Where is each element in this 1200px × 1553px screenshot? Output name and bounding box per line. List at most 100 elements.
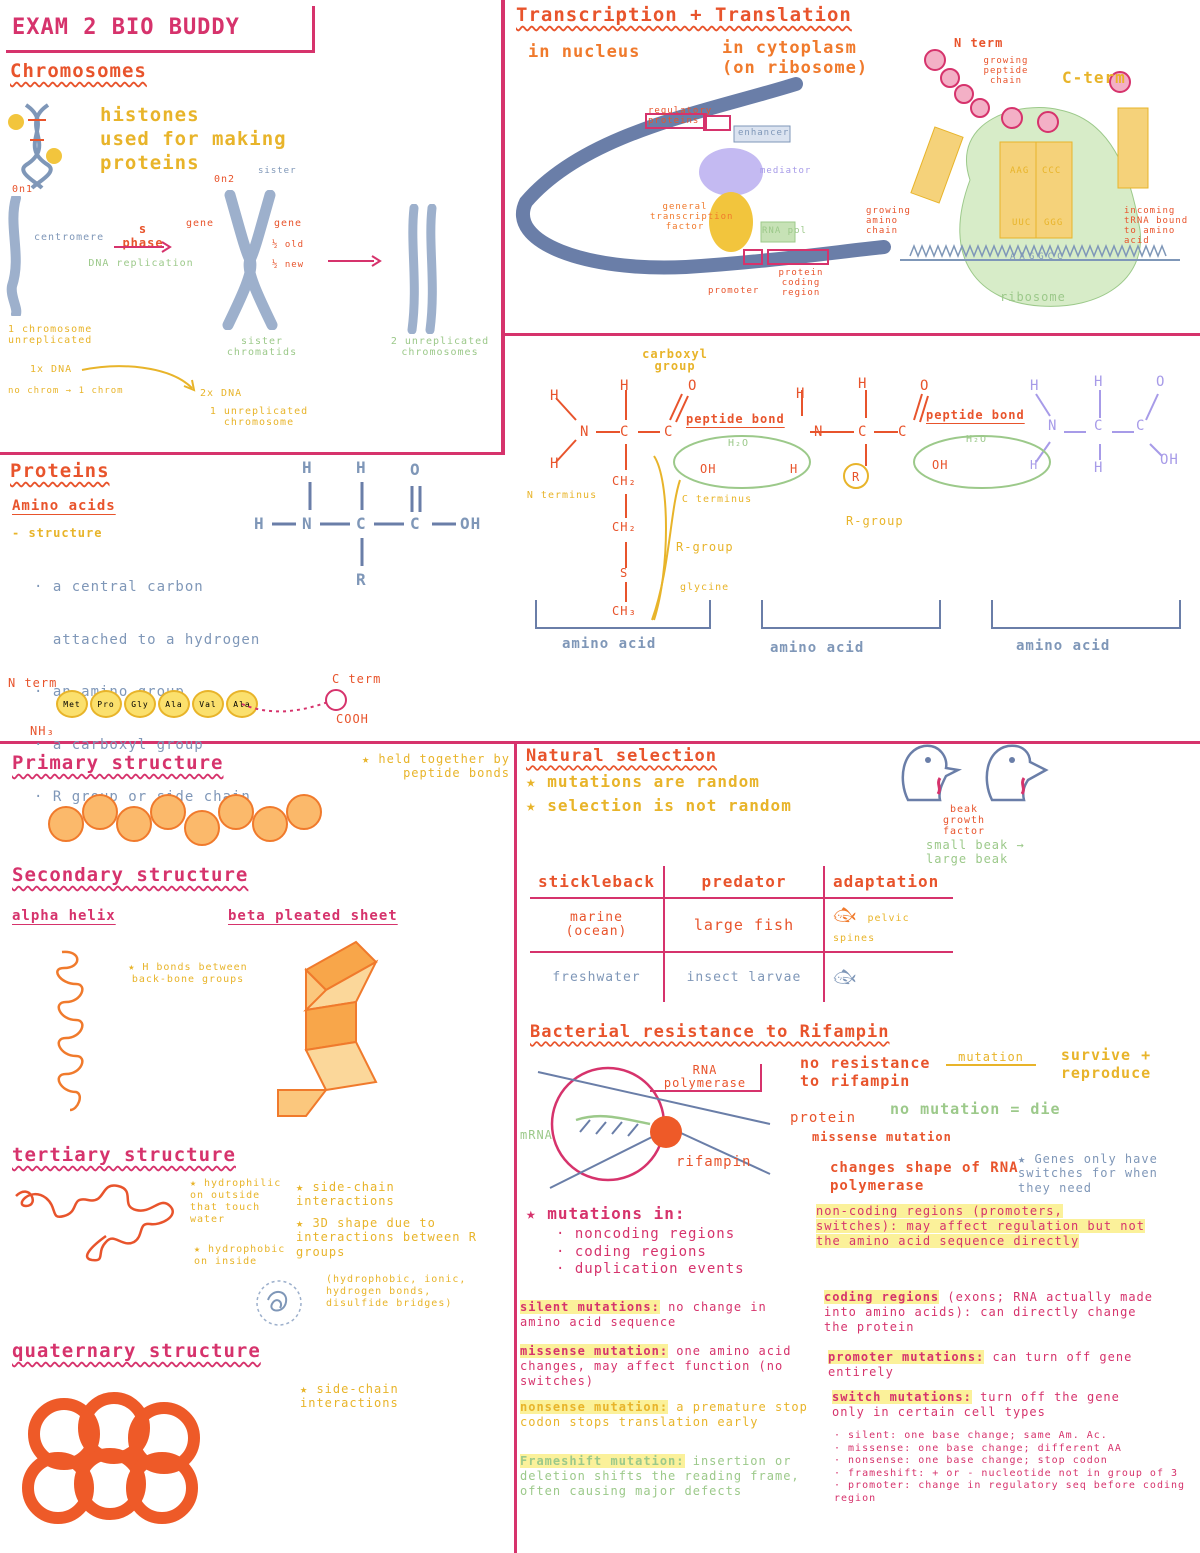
n-atom: N [1048, 418, 1058, 434]
arrow-icon [114, 241, 172, 253]
cterm-label: C term [332, 672, 382, 686]
no-resistance-label: no resistance to rifampin [800, 1054, 931, 1090]
ch3-label: CH₃ [612, 604, 637, 618]
natural-selection-heading: Natural selection [526, 746, 717, 766]
alpha-helix-label: alpha helix [12, 908, 116, 924]
ch2-label: CH₂ [612, 520, 637, 534]
h-atom: H [550, 388, 560, 404]
r-group-label: R-group [676, 540, 734, 554]
s-atom: S [620, 566, 629, 580]
trna-left-label: UUC [1012, 218, 1032, 228]
r-label: R [852, 470, 861, 484]
peptide-bond-label: peptide bond [926, 408, 1025, 422]
o-atom: O [920, 378, 930, 394]
protein-coding-label: protein coding region [778, 268, 824, 298]
divider-left-horizontal [0, 452, 505, 455]
coding-regions-note: coding regions (exons; RNA actually made… [824, 1290, 1154, 1335]
frameshift-mutation-key: Frameshift mutation: [520, 1454, 685, 1468]
carboxyl-group-label: carboxyl group [642, 347, 708, 373]
amino-acids-subheading: Amino acids [12, 498, 116, 514]
list-item: · missense: one base change; different A… [834, 1442, 1122, 1454]
list-item: · noncoding regions [556, 1226, 736, 1242]
promoter-mutation-note: promoter mutations: can turn off gene en… [828, 1350, 1148, 1380]
no-mutation-label: no mutation = die [890, 1100, 1061, 1118]
shape3d-detail: (hydrophobic, ionic, hydrogen bonds, dis… [326, 1274, 467, 1309]
promoter-label: promoter [708, 286, 760, 296]
mediator-label: mediator [760, 166, 812, 176]
amino-structure-list: · a central carbon attached to a hydroge… [34, 544, 260, 824]
quaternary-structure-icon [22, 1392, 200, 1524]
mutation-arrow-label: mutation [946, 1050, 1036, 1066]
page-title: EXAM 2 BIO BUDDY [6, 6, 315, 53]
h-atom: H [1094, 374, 1104, 390]
in-nucleus-label: in nucleus [528, 42, 641, 62]
list-item: · silent: one base change; same Am. Ac. [834, 1430, 1108, 1441]
hydrophobic-note: ★ hydrophobic on inside [194, 1244, 286, 1267]
general-tf-label: general transcription factor [650, 202, 734, 232]
cooh-label: COOH [336, 712, 369, 726]
table-cell: insect larvae [662, 951, 825, 1002]
finch-large-beak-icon [985, 744, 1049, 802]
pelvic-spines-label: pelvic spines [832, 913, 910, 944]
protein-label: protein [790, 1110, 857, 1126]
table-cell: 🐟︎ [822, 951, 953, 1002]
silent-mutation-value: no change in amino acid sequence [520, 1300, 767, 1329]
table-cell: marine (ocean) [530, 897, 665, 953]
in-cytoplasm-label: in cytoplasm (on ribosome) [722, 38, 869, 79]
divider-middle [0, 741, 1200, 744]
tertiary-structure-icon [15, 1184, 174, 1262]
table-cell: 🐟︎ pelvic spines [822, 897, 953, 953]
sidechain-note: ★ side-chain interactions [296, 1180, 395, 1209]
shape3d-note: ★ 3D shape due to interactions between R… [296, 1216, 477, 1259]
c-terminus-label: C terminus [681, 494, 753, 505]
o-atom: O [1156, 374, 1166, 390]
silent-mutation-key: silent mutations: [520, 1300, 660, 1314]
list-item: attached to a hydrogen [34, 631, 261, 648]
amino-acid-label-1: amino acid [562, 636, 657, 652]
selection-line-2: ★ selection is not random [526, 796, 792, 815]
nonsense-mutation-key: nonsense mutation: [520, 1400, 669, 1414]
finch-small-beak-icon [901, 744, 962, 802]
residue: Pro [90, 690, 122, 718]
c-atom: C [1136, 418, 1146, 434]
h-atom: H [254, 514, 265, 533]
primary-note: ★ held together by peptide bonds [361, 752, 510, 781]
no-chrom-label: no chrom → 1 chrom [8, 386, 124, 396]
label-1n: 0n1 [12, 184, 34, 195]
h-atom: H [858, 376, 868, 392]
two-dna-label: 2x DNA [200, 388, 243, 399]
list-item: · frameshift: + or - nucleotide not in g… [834, 1467, 1179, 1479]
centromere-label: centromere [34, 232, 105, 243]
ribosome-illustration [900, 49, 1180, 307]
dna-double-helix-icon [8, 103, 62, 190]
beta-sheet-icon [277, 940, 379, 1117]
divider-right-horizontal [505, 333, 1200, 336]
c-atom: C [410, 514, 421, 533]
sister-label-left: sister [258, 166, 297, 176]
h-atom: H [790, 462, 799, 476]
glycine-label: glycine [680, 582, 730, 593]
rifampin-label: rifampin [676, 1154, 752, 1170]
amino-acid-label-3: amino acid [1016, 638, 1111, 654]
changes-shape-label: changes shape of RNA polymerase [830, 1160, 1019, 1194]
h-atom: H [796, 386, 806, 402]
table-cell: large fish [662, 897, 825, 953]
small-to-large-label: small beak → large beak [926, 838, 1025, 867]
primary-structure-heading: Primary structure [12, 752, 224, 774]
aa-left-label: AAG [1010, 166, 1030, 176]
divider-bottom-vertical [514, 744, 517, 1553]
noncoding-note: non-coding regions (promoters, switches)… [816, 1204, 1146, 1249]
oh-label: OH [700, 462, 717, 476]
list-item: · a central carbon [34, 579, 204, 595]
silent-mutation-note: silent mutations: no change in amino aci… [520, 1300, 810, 1330]
o-atom: O [688, 378, 698, 394]
incoming-trna-label: incoming tRNA bound to amino acid [1124, 206, 1189, 246]
c-term-label: C-term [1062, 68, 1126, 87]
c-atom: C [664, 424, 674, 440]
proteins-heading: Proteins [10, 460, 110, 482]
gene-label-right: gene [274, 218, 303, 229]
ch2-label: CH₂ [612, 474, 637, 488]
chromosomes-heading: Chromosomes [10, 60, 147, 82]
one-unreplicated-label: 1 unreplicated chromosome [209, 406, 309, 428]
h-atom: H [1030, 378, 1040, 394]
